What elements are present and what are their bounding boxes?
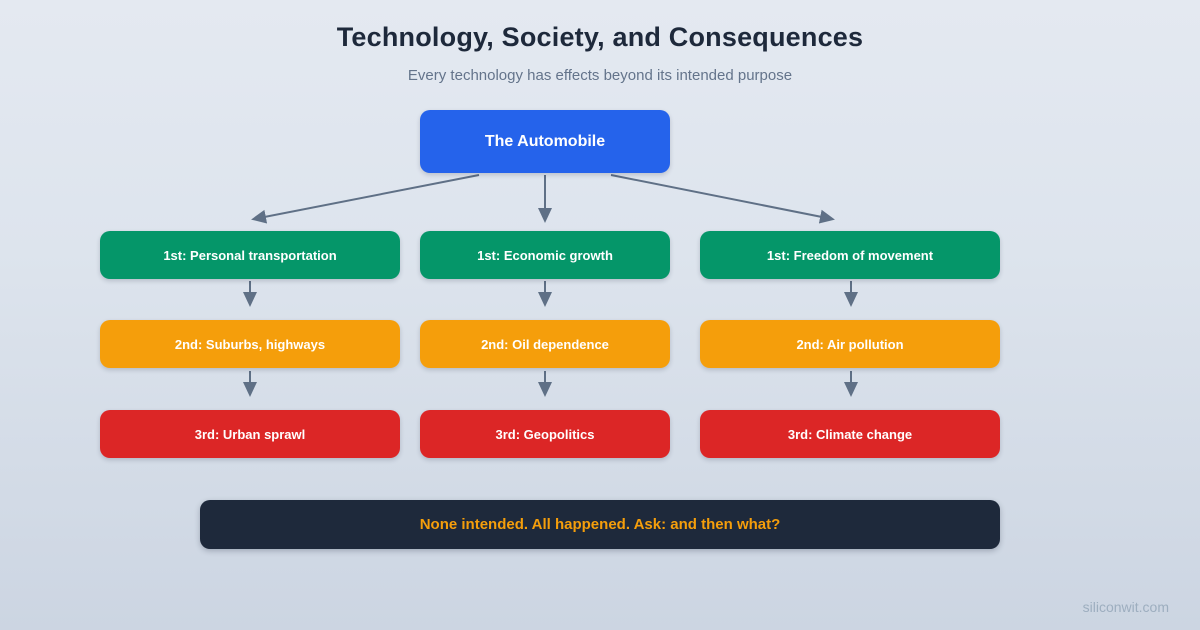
- node-third-order-col1: 3rd: Urban sprawl: [100, 410, 400, 458]
- node-label: 2nd: Air pollution: [796, 336, 904, 352]
- node-first-order-col3: 1st: Freedom of movement: [700, 231, 1000, 279]
- node-label: 2nd: Suburbs, highways: [174, 336, 326, 352]
- watermark: siliconwit.com: [1082, 599, 1169, 615]
- node-label: 3rd: Urban sprawl: [194, 426, 306, 442]
- root-node-label: The Automobile: [484, 132, 606, 150]
- node-second-order-col1: 2nd: Suburbs, highways: [100, 320, 400, 368]
- page-subtitle: Every technology has effects beyond its …: [407, 67, 793, 84]
- node-first-order-col1: 1st: Personal transportation: [100, 231, 400, 279]
- node-third-order-col2: 3rd: Geopolitics: [420, 410, 670, 458]
- root-node-automobile: The Automobile: [420, 110, 670, 173]
- summary-banner-text: None intended. All happened. Ask: and th…: [419, 516, 781, 533]
- node-label: 3rd: Geopolitics: [495, 426, 595, 442]
- node-third-order-col3: 3rd: Climate change: [700, 410, 1000, 458]
- node-second-order-col3: 2nd: Air pollution: [700, 320, 1000, 368]
- arrow-root-to-col1: [251, 174, 480, 224]
- node-second-order-col2: 2nd: Oil dependence: [420, 320, 670, 368]
- page-title: Technology, Society, and Consequences: [336, 22, 864, 52]
- node-label: 3rd: Climate change: [787, 426, 913, 442]
- node-label: 1st: Personal transportation: [163, 247, 337, 263]
- node-label: 1st: Freedom of movement: [766, 247, 934, 263]
- node-label: 1st: Economic growth: [477, 247, 613, 263]
- summary-banner: None intended. All happened. Ask: and th…: [200, 500, 1000, 549]
- arrow-root-to-col3: [610, 174, 835, 224]
- node-label: 2nd: Oil dependence: [481, 336, 609, 352]
- node-first-order-col2: 1st: Economic growth: [420, 231, 670, 279]
